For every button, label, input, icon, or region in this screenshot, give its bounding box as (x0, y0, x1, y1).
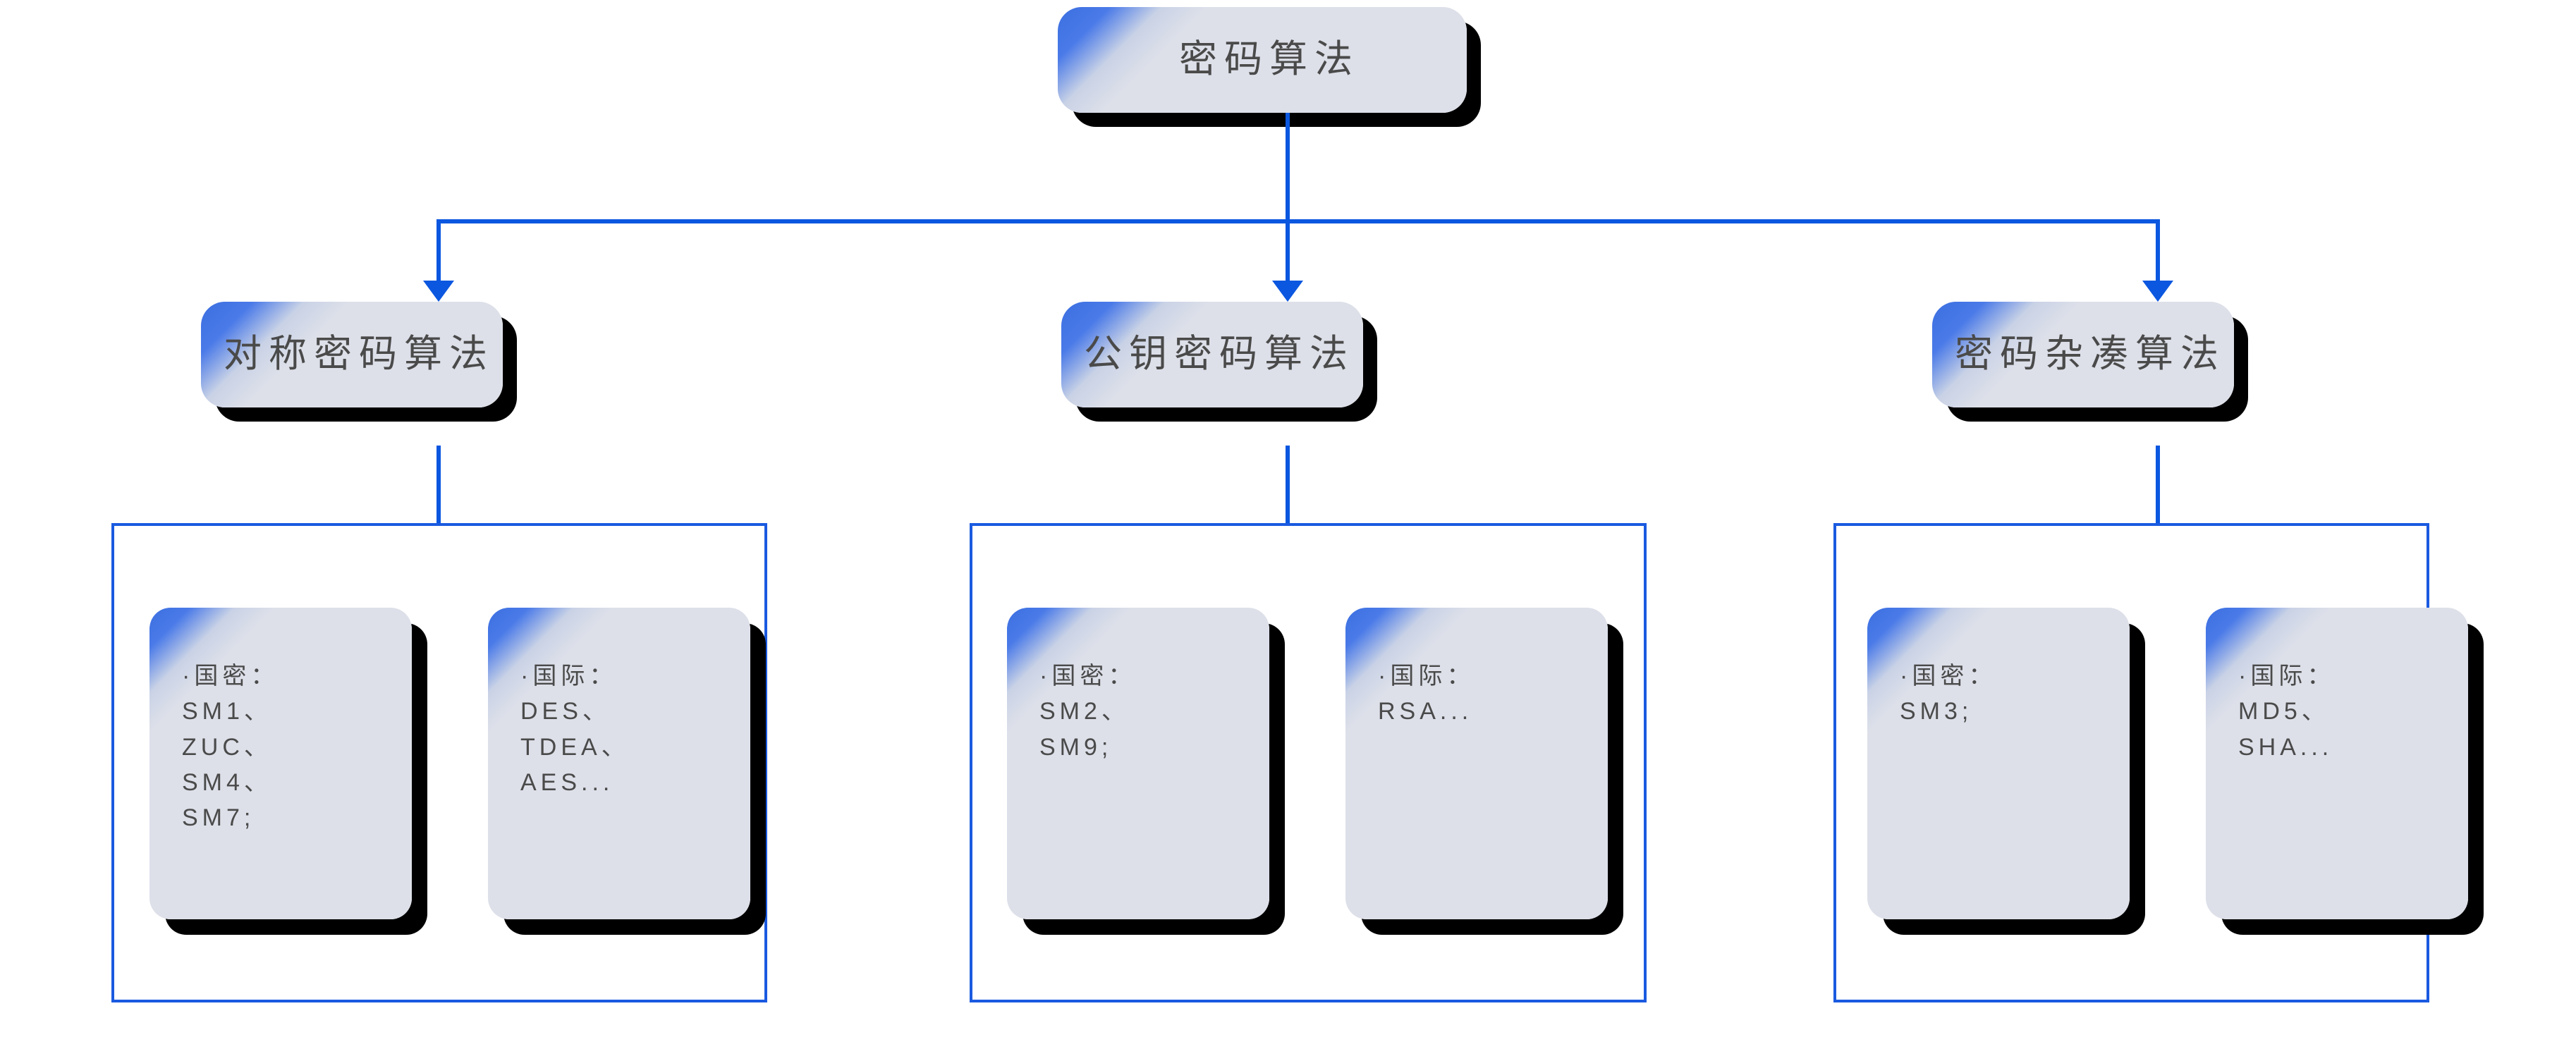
connector-root-stem (1286, 113, 1290, 221)
node-branch-2-label: 公钥密码算法 (1084, 333, 1355, 376)
leaf-card-1-1-text: ·国密： SM1、 ZUC、 SM4、 SM7; (182, 663, 279, 832)
leaf-card-2-1-text: ·国密： SM2、 SM9; (1039, 663, 1137, 761)
connector-drop-2 (1286, 219, 1290, 284)
connector-branch-1-stem (437, 446, 441, 524)
connector-drop-1 (437, 219, 441, 284)
arrow-head-2 (1272, 281, 1303, 302)
node-branch-1[interactable]: 对称密码算法 (201, 302, 503, 407)
leaf-card-3-2[interactable]: ·国际： MD5、 SHA... (2206, 608, 2468, 919)
connector-branch-3-stem (2156, 446, 2160, 524)
leaf-card-2-2[interactable]: ·国际： RSA... (1345, 608, 1608, 919)
node-branch-1-label: 对称密码算法 (224, 333, 494, 376)
node-root-label: 密码算法 (1179, 38, 1360, 81)
leaf-card-2-2-text: ·国际： RSA... (1378, 663, 1475, 725)
leaf-card-2-1[interactable]: ·国密： SM2、 SM9; (1007, 608, 1269, 919)
node-branch-3[interactable]: 密码杂凑算法 (1932, 302, 2234, 407)
group-box-1 (111, 523, 767, 1002)
leaf-card-3-1-text: ·国密： SM3; (1900, 663, 1997, 725)
connector-branch-2-stem (1286, 446, 1290, 524)
leaf-card-3-2-text: ·国际： MD5、 SHA... (2238, 663, 2336, 761)
leaf-card-1-1[interactable]: ·国密： SM1、 ZUC、 SM4、 SM7; (149, 608, 412, 919)
connector-drop-3 (2156, 219, 2160, 284)
arrow-head-1 (423, 281, 454, 302)
node-branch-3-label: 密码杂凑算法 (1955, 333, 2226, 376)
node-branch-2[interactable]: 公钥密码算法 (1061, 302, 1363, 407)
connector-bus (437, 219, 2160, 223)
leaf-card-1-2-text: ·国际： DES、 TDEA、 AES... (520, 663, 630, 796)
leaf-card-3-1[interactable]: ·国密： SM3; (1867, 608, 2130, 919)
arrow-head-3 (2142, 281, 2173, 302)
leaf-card-1-2[interactable]: ·国际： DES、 TDEA、 AES... (488, 608, 750, 919)
node-root[interactable]: 密码算法 (1058, 7, 1467, 113)
group-box-2 (970, 523, 1647, 1002)
